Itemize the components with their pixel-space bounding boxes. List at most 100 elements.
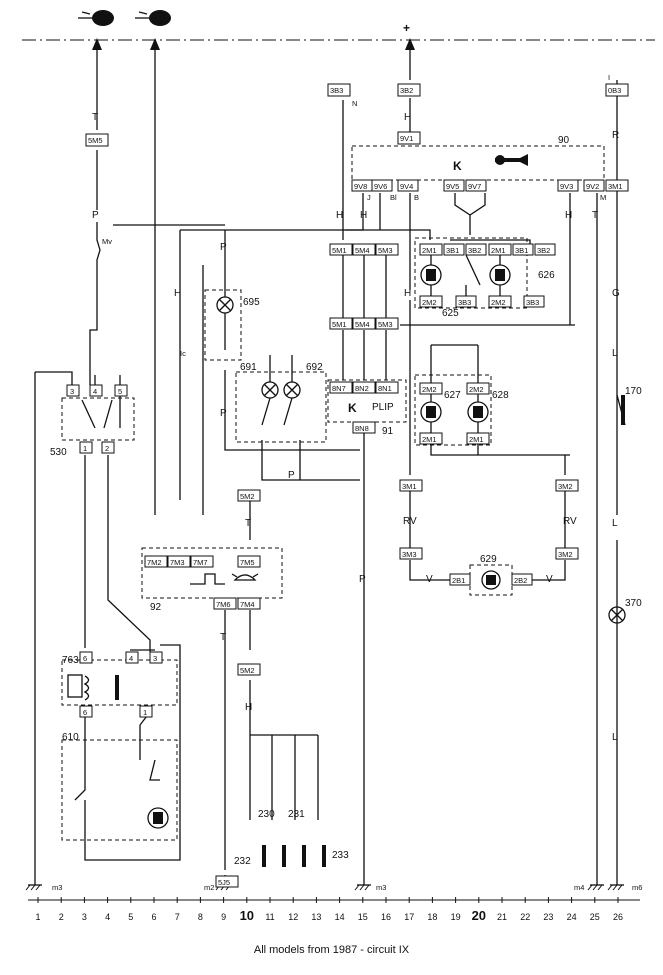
wire [84, 455, 151, 652]
svg-text:3B1: 3B1 [446, 246, 459, 255]
svg-text:3B2: 3B2 [400, 86, 413, 95]
ruler-number: 7 [175, 912, 180, 922]
ruler-number: 10 [240, 908, 254, 923]
ruler-number: 22 [520, 912, 530, 922]
component-number: 170 [625, 386, 642, 397]
wire [345, 193, 598, 870]
door-switch-icon [302, 845, 306, 867]
plip-label: PLIP [372, 402, 394, 413]
component-number: 610 [62, 732, 79, 743]
wire-label: P [92, 210, 99, 221]
ground-label: m3 [376, 883, 386, 892]
ruler-number: 6 [151, 912, 156, 922]
svg-text:5M4: 5M4 [355, 320, 370, 329]
svg-text:2M1: 2M1 [491, 246, 506, 255]
component-number: 370 [625, 598, 642, 609]
wire-label: R [612, 130, 619, 141]
svg-text:3M1: 3M1 [402, 482, 417, 491]
svg-text:3B2: 3B2 [537, 246, 550, 255]
svg-text:2M1: 2M1 [422, 246, 437, 255]
svg-text:5M2: 5M2 [240, 666, 255, 675]
svg-text:2M2: 2M2 [422, 385, 437, 394]
ruler-number: 12 [288, 912, 298, 922]
wire-label: H [404, 288, 411, 299]
svg-text:9V6: 9V6 [374, 182, 387, 191]
ruler-number: 26 [613, 912, 623, 922]
motor-group [414, 374, 492, 446]
motor-group [414, 237, 528, 309]
connector-block: 0B3 [605, 83, 629, 97]
plip-module [327, 379, 407, 423]
ground-label: m2 [204, 883, 214, 892]
plus-symbol: + [403, 21, 410, 35]
ruler-number: 23 [543, 912, 553, 922]
wire-label: V [546, 574, 553, 585]
wire [89, 50, 101, 385]
svg-text:3: 3 [70, 387, 74, 396]
wire-label: H [336, 210, 343, 221]
svg-text:2M2: 2M2 [422, 298, 437, 307]
svg-text:2M2: 2M2 [469, 385, 484, 394]
svg-text:3: 3 [153, 654, 157, 663]
svg-text:8N2: 8N2 [355, 384, 369, 393]
svg-text:3B3: 3B3 [526, 298, 539, 307]
fuse-box-90 [351, 145, 605, 181]
connector-block: 3 4 5 1 2 [66, 384, 128, 454]
k-symbol: K [453, 159, 462, 173]
svg-text:5M2: 5M2 [240, 492, 255, 501]
wire-label: T [220, 632, 226, 643]
connector-block: 3B3 [327, 83, 351, 97]
svg-text:2B2: 2B2 [514, 576, 527, 585]
headlamp-icon [135, 10, 171, 26]
svg-text:8N8: 8N8 [355, 424, 369, 433]
lamp-icon [608, 606, 626, 624]
wire-label: G [612, 288, 620, 299]
connector-block: 5M1 5M4 5M3 5M1 5M4 5M3 [329, 243, 399, 330]
wire-label: P [359, 574, 366, 585]
svg-text:3B3: 3B3 [458, 298, 471, 307]
connector-block: 2M2 2M2 2M1 2M1 [419, 382, 490, 445]
contact-icon [115, 675, 119, 700]
svg-text:7M6: 7M6 [216, 600, 231, 609]
relay-763 [61, 659, 178, 706]
wire [342, 255, 387, 380]
component-number: 233 [332, 850, 349, 861]
ground-icon [587, 884, 604, 891]
svg-text:5: 5 [118, 387, 122, 396]
svg-text:3M1: 3M1 [608, 182, 623, 191]
wire-label: P [220, 408, 227, 419]
ruler-number: 19 [451, 912, 461, 922]
connector-block: 3B2 [397, 83, 421, 97]
svg-text:5J5: 5J5 [218, 878, 230, 887]
svg-text:6: 6 [83, 654, 87, 663]
ruler-number: 16 [381, 912, 391, 922]
svg-text:7M7: 7M7 [193, 558, 208, 567]
wire [179, 229, 431, 515]
wire-label: H [360, 210, 367, 221]
ground-label: m4 [574, 883, 584, 892]
wire-label: H [404, 112, 411, 123]
pulse-icon [190, 573, 225, 585]
wire-label: RV [563, 516, 577, 527]
svg-text:9V1: 9V1 [400, 134, 413, 143]
wire-label: RV [403, 516, 417, 527]
wire-label: T [92, 112, 98, 123]
wire-label: L [612, 732, 618, 743]
svg-text:5M3: 5M3 [378, 246, 393, 255]
component-number: 230 [258, 809, 275, 820]
switch-icon [616, 394, 626, 426]
svg-text:6: 6 [83, 708, 87, 717]
wire-label: T [592, 210, 598, 221]
wire-label: Ic [180, 349, 186, 358]
wire-label: N [352, 99, 357, 108]
svg-text:3M3: 3M3 [402, 550, 417, 559]
component-number: 763 [62, 655, 79, 666]
lamp-icon [261, 381, 279, 399]
ruler-number: 13 [311, 912, 321, 922]
svg-text:1: 1 [83, 444, 87, 453]
component-number: 628 [492, 390, 509, 401]
headlamp-icon [78, 10, 114, 26]
wire-label: J [367, 193, 371, 202]
arrow-up-icon [150, 38, 160, 50]
